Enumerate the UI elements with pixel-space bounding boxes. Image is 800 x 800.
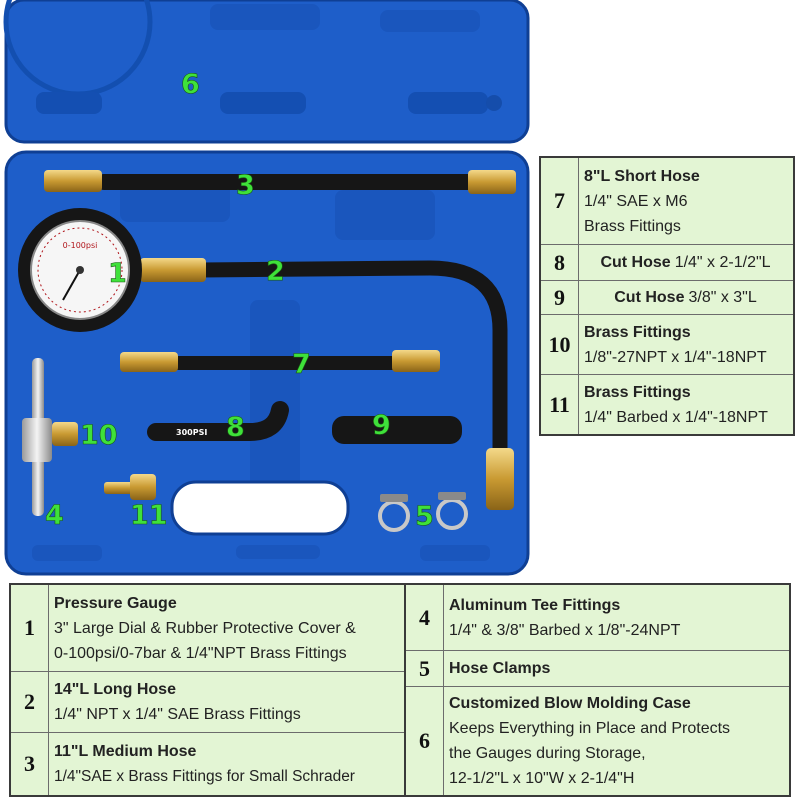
item-number: 10 (541, 315, 579, 374)
table-row: 7 8"L Short Hose 1/4" SAE x M6 Brass Fit… (541, 158, 793, 245)
item-title: Customized Blow Molding Case (449, 695, 691, 712)
product-photo: 0-100psi 300PSI 6 3 1 2 7 10 8 9 4 11 5 (3, 0, 530, 576)
item-title: Cut Hose (600, 254, 671, 271)
item-number: 3 (11, 733, 49, 795)
parts-column-left: 1 Pressure Gauge 3" Large Dial & Rubber … (11, 585, 404, 795)
marker-6: 6 (181, 69, 200, 100)
item-title: 11"L Medium Hose (54, 743, 197, 760)
marker-10: 10 (80, 420, 118, 451)
table-row: 8 Cut Hose 1/4" x 2-1/2"L (541, 245, 793, 281)
marker-1: 1 (108, 258, 127, 289)
item-number: 1 (11, 585, 49, 671)
item-desc: Keeps Everything in Place and Protects (449, 720, 731, 737)
table-row: 6 Customized Blow Molding Case Keeps Eve… (406, 687, 789, 795)
table-row: 9 Cut Hose 3/8" x 3"L (541, 281, 793, 315)
marker-5: 5 (415, 501, 434, 532)
table-row: 5 Hose Clamps (406, 651, 789, 687)
marker-7: 7 (292, 349, 311, 380)
marker-3: 3 (236, 170, 255, 201)
item-desc: 3/8" x 3"L (688, 289, 757, 306)
item-desc: the Gauges during Storage, (449, 745, 646, 762)
case-lid (3, 0, 530, 144)
medium-hose (44, 170, 516, 194)
parts-table-bottom: 1 Pressure Gauge 3" Large Dial & Rubber … (9, 583, 791, 797)
marker-4: 4 (45, 500, 64, 531)
pressure-gauge: 0-100psi (18, 208, 142, 332)
short-hose (120, 350, 440, 372)
parts-table-right: 7 8"L Short Hose 1/4" SAE x M6 Brass Fit… (539, 156, 795, 436)
barbed-brass-fitting (104, 474, 156, 500)
item-number: 8 (541, 245, 579, 280)
marker-2: 2 (266, 256, 285, 287)
item-number: 4 (406, 585, 444, 650)
table-row: 3 11"L Medium Hose 1/4"SAE x Brass Fitti… (11, 733, 404, 795)
item-title: Brass Fittings (584, 383, 691, 401)
table-row: 2 14"L Long Hose 1/4" NPT x 1/4" SAE Bra… (11, 672, 404, 733)
gauge-dial-label: 0-100psi (63, 241, 98, 250)
hose-clamps (378, 492, 468, 532)
long-hose (140, 258, 514, 510)
item-desc: 12-1/2"L x 10"W x 2-1/4"H (449, 770, 635, 787)
marker-11: 11 (130, 500, 168, 531)
table-row: 4 Aluminum Tee Fittings 1/4" & 3/8" Barb… (406, 585, 789, 651)
item-number: 5 (406, 651, 444, 686)
item-number: 7 (541, 158, 579, 244)
aluminum-tee-fitting (22, 358, 78, 516)
marker-8: 8 (226, 412, 245, 443)
item-title: Pressure Gauge (54, 594, 177, 612)
column-divider (404, 585, 406, 795)
table-row: 11 Brass Fittings 1/4" Barbed x 1/4"-18N… (541, 375, 793, 434)
item-title: Hose Clamps (449, 660, 551, 677)
item-number: 2 (11, 672, 49, 732)
item-title: 8"L Short Hose (584, 167, 700, 185)
item-desc: 0-100psi/0-7bar & 1/4"NPT Brass Fittings (54, 644, 347, 662)
hose-print-label: 300PSI (176, 428, 207, 437)
marker-9: 9 (372, 410, 391, 441)
cut-hose-large (332, 416, 462, 444)
item-desc: 1/4" x 2-1/2"L (674, 254, 771, 271)
item-desc: 1/4" SAE x M6 (584, 192, 688, 210)
cut-hose-small: 300PSI (147, 401, 289, 441)
item-title: Brass Fittings (584, 323, 691, 341)
table-row: 1 Pressure Gauge 3" Large Dial & Rubber … (11, 585, 404, 672)
table-row: 10 Brass Fittings 1/8"-27NPT x 1/4"-18NP… (541, 315, 793, 375)
parts-column-right: 4 Aluminum Tee Fittings 1/4" & 3/8" Barb… (406, 585, 789, 795)
item-number: 6 (406, 687, 444, 795)
item-desc: Brass Fittings (584, 217, 681, 235)
item-desc: 1/4" NPT x 1/4" SAE Brass Fittings (54, 706, 301, 723)
item-desc: 1/8"-27NPT x 1/4"-18NPT (584, 348, 767, 366)
item-desc: 1/4" & 3/8" Barbed x 1/8"-24NPT (449, 621, 681, 639)
item-title: Aluminum Tee Fittings (449, 596, 621, 614)
item-desc: 1/4" Barbed x 1/4"-18NPT (584, 408, 768, 426)
item-number: 11 (541, 375, 579, 434)
item-title: Cut Hose (614, 289, 685, 306)
item-desc: 1/4"SAE x Brass Fittings for Small Schra… (54, 768, 355, 785)
item-number: 9 (541, 281, 579, 314)
item-desc: 3" Large Dial & Rubber Protective Cover … (54, 619, 356, 637)
item-title: 14"L Long Hose (54, 681, 176, 698)
